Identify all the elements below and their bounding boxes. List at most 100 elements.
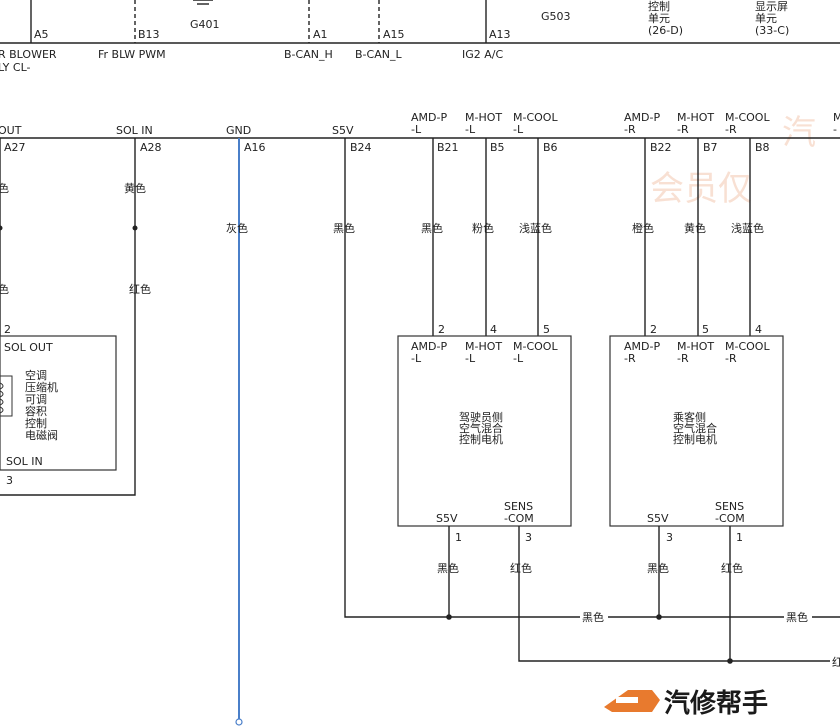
bus-signal-sol-out: OUT	[0, 124, 22, 137]
splice-passenger-sens	[727, 658, 733, 664]
passenger-sig-s5v: S5V	[647, 512, 669, 525]
pin-b24: B24	[350, 141, 372, 154]
driver-sig-amd-1: AMD-P	[411, 340, 447, 353]
color-s5v: 黑色	[333, 221, 355, 235]
logo-text: 汽修帮手	[664, 688, 768, 719]
valve-sol-out: SOL OUT	[4, 341, 53, 354]
ground-terminal	[235, 718, 243, 726]
pin-b5: B5	[490, 141, 505, 154]
valve-name-1: 空调	[25, 368, 47, 382]
driver-pin-bottom-1: 1	[455, 531, 462, 544]
splice-sol-out	[0, 225, 3, 231]
ground-g503: G503	[541, 10, 571, 23]
bus-signal-cut-1: M	[833, 111, 840, 124]
signal-ig2-ac: IG2 A/C	[462, 48, 503, 61]
color-amd-r: 橙色	[632, 221, 654, 235]
splice-color-red: 红	[832, 656, 840, 669]
watermark-line-1: 汽	[782, 113, 816, 153]
ctrl-unit-l1: 控制	[648, 0, 670, 13]
pin-b13: B13	[138, 28, 160, 41]
passenger-sig-amd-1: AMD-P	[624, 340, 660, 353]
color-passenger-s5v: 黑色	[647, 561, 669, 575]
logo-car-window-icon	[616, 697, 638, 703]
pin-a16: A16	[244, 141, 266, 154]
ground-g401: G401	[190, 18, 220, 31]
valve-name-4: 容积	[25, 404, 47, 418]
driver-sig-cool-1: M-COOL	[513, 340, 558, 353]
passenger-name-1: 乘客侧	[673, 410, 706, 424]
pin-a13: A13	[489, 28, 511, 41]
driver-sig-hot-1: M-HOT	[465, 340, 502, 353]
driver-name-1: 驾驶员侧	[459, 410, 503, 424]
passenger-sig-cool-2: -R	[725, 352, 737, 365]
color-sol-out-lower: 色	[0, 282, 9, 296]
passenger-sig-hot-2: -R	[677, 352, 689, 365]
driver-motor-box	[397, 335, 572, 527]
label-bg-black-1	[580, 610, 608, 624]
driver-name-3: 控制电机	[459, 432, 503, 446]
valve-name-5: 控制	[25, 416, 47, 430]
driver-pin-top-3: 5	[543, 323, 550, 336]
bus-signal-amd-r-2: -R	[624, 123, 636, 136]
passenger-name-2: 空气混合	[673, 421, 717, 435]
logo: 汽修帮手	[604, 688, 768, 719]
splice-driver-s5v	[446, 614, 452, 620]
color-cool-l: 浅蓝色	[519, 221, 552, 235]
bus-signal-cool-l-1: M-COOL	[513, 111, 558, 124]
pin-a27: A27	[4, 141, 26, 154]
driver-name-2: 空气混合	[459, 421, 503, 435]
pin-b21: B21	[437, 141, 459, 154]
display-unit-l2: 单元	[755, 12, 777, 25]
driver-pin-top-2: 4	[490, 323, 497, 336]
color-driver-sens: 红色	[510, 561, 532, 575]
passenger-sig-hot-1: M-HOT	[677, 340, 714, 353]
driver-sig-amd-2: -L	[411, 352, 422, 365]
driver-sig-sens-2: -COM	[504, 512, 534, 525]
wire-s5v	[344, 138, 840, 618]
passenger-motor-box	[609, 335, 784, 527]
splice-color-black-1: 黑色	[582, 610, 604, 624]
color-sol-in-lower: 红色	[129, 282, 151, 296]
driver-sig-s5v: S5V	[436, 512, 458, 525]
pin-b7: B7	[703, 141, 718, 154]
bus-signal-gnd: GND	[226, 124, 251, 137]
valve-pin-top: 2	[4, 323, 11, 336]
color-cool-r: 浅蓝色	[731, 221, 764, 235]
bus-signal-hot-r-1: M-HOT	[677, 111, 714, 124]
display-unit-l1: 显示屏	[755, 0, 788, 13]
passenger-sig-amd-2: -R	[624, 352, 636, 365]
passenger-pin-top-1: 2	[650, 323, 657, 336]
valve-name-6: 电磁阀	[25, 428, 58, 442]
valve-name-3: 可调	[25, 393, 47, 406]
color-amd-l: 黑色	[421, 221, 443, 235]
color-sol-in-upper: 黄色	[124, 181, 146, 195]
bus-signal-cut-2: -	[833, 123, 837, 136]
pin-b22: B22	[650, 141, 672, 154]
passenger-sig-cool-1: M-COOL	[725, 340, 770, 353]
bus-signal-s5v: S5V	[332, 124, 354, 137]
splice-sol-in	[132, 225, 138, 231]
pin-a5: A5	[34, 28, 49, 41]
bus-signal-hot-r-2: -R	[677, 123, 689, 136]
passenger-pin-bottom-2: 1	[736, 531, 743, 544]
color-hot-l: 粉色	[472, 221, 494, 235]
label-bg-black-2	[784, 610, 812, 624]
driver-sig-hot-2: -L	[465, 352, 476, 365]
bus-signal-cool-r-1: M-COOL	[725, 111, 770, 124]
valve-sol-in: SOL IN	[6, 455, 43, 468]
signal-blower-l2: LY CL-	[0, 61, 30, 74]
compressor-valve-box	[0, 335, 117, 471]
wire-sol-in	[0, 138, 136, 496]
pin-b8: B8	[755, 141, 770, 154]
passenger-pin-top-2: 5	[702, 323, 709, 336]
pin-b6: B6	[543, 141, 558, 154]
coil-icon	[0, 375, 13, 417]
bus-signal-hot-l-2: -L	[465, 123, 476, 136]
driver-pin-top-1: 2	[438, 323, 445, 336]
passenger-sig-sens-2: -COM	[715, 512, 745, 525]
splice-passenger-s5v	[656, 614, 662, 620]
splice-color-black-2: 黑色	[786, 610, 808, 624]
passenger-pin-bottom-1: 3	[666, 531, 673, 544]
bus-signal-amd-l-2: -L	[411, 123, 422, 136]
